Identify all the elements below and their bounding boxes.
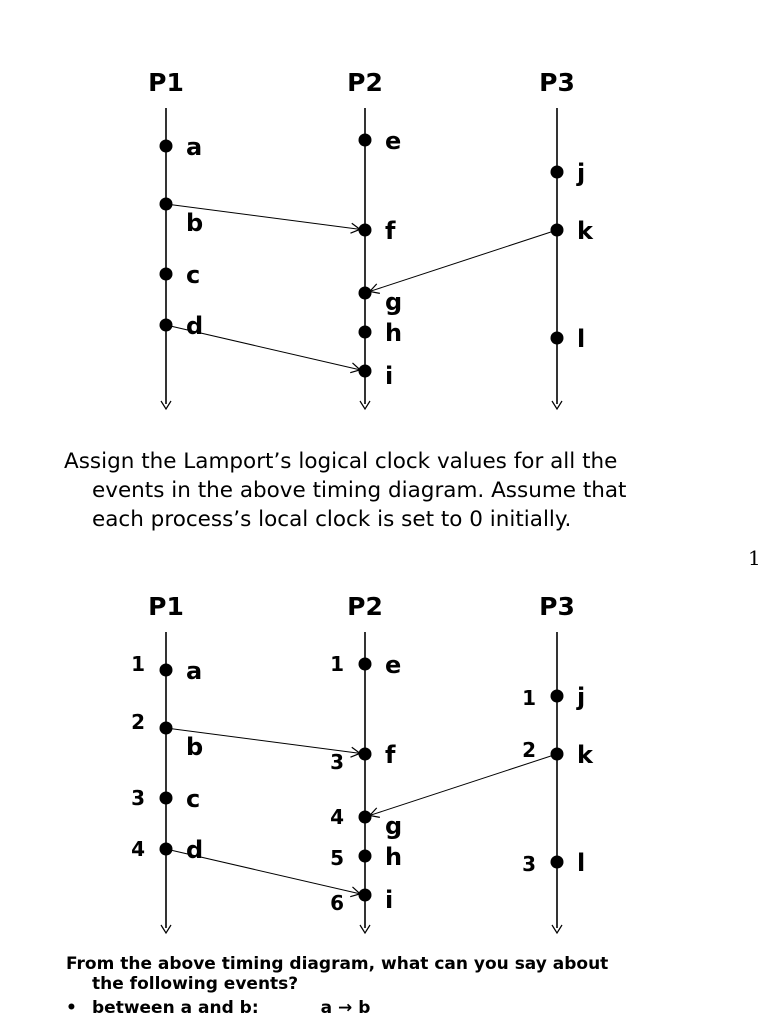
timing-diagram-with-clocks: P1 P2 P3 a 1 b 2 c 3 d 4 e 1 f 3 g 4 h 5 i 6 j 1 k 2 l 3: [131, 592, 594, 935]
d2-timeline-arrowhead-p3: [551, 924, 563, 935]
d2-clock-value-d: 4: [131, 837, 145, 861]
d1-event-label-h: h: [385, 319, 402, 347]
d2-clock-value-f: 3: [330, 750, 344, 774]
d2-clock-value-b: 2: [131, 710, 145, 734]
d1-message-k-to-g: [368, 229, 558, 294]
d2-event-dot-g: [358, 810, 372, 824]
d2-clock-value-g: 4: [330, 805, 344, 829]
d2-event-label-g: g: [385, 812, 402, 840]
d2-clock-value-i: 6: [330, 891, 344, 915]
d2-event-label-d: d: [186, 836, 203, 864]
d2-process-label-p2: P2: [347, 592, 383, 621]
followup-line-1: From the above timing diagram, what can …: [66, 954, 609, 974]
d2-event-dot-j: [550, 689, 564, 703]
d2-clock-value-c: 3: [131, 786, 145, 810]
d1-event-label-b: b: [186, 209, 203, 237]
d1-event-label-f: f: [385, 217, 396, 245]
d2-event-dot-i: [358, 888, 372, 902]
question-line-3: each process’s local clock is set to 0 i…: [92, 507, 572, 532]
d2-timeline-arrowhead-p1: [160, 924, 172, 935]
d1-event-dot-e: [358, 133, 372, 147]
d1-event-dot-h: [358, 325, 372, 339]
d1-event-dot-f: [358, 223, 372, 237]
d2-event-dot-a: [159, 663, 173, 677]
d2-event-label-b: b: [186, 733, 203, 761]
followup-line-2: the following events?: [92, 974, 299, 994]
d2-event-dot-b: [159, 721, 173, 735]
d2-timeline-arrowhead-p2: [359, 924, 371, 935]
d1-message-b-to-f: [165, 203, 362, 234]
d1-event-label-g: g: [385, 288, 402, 316]
d2-event-dot-k: [550, 747, 564, 761]
d2-event-label-j: j: [576, 683, 585, 711]
d1-event-label-d: d: [186, 312, 203, 340]
d2-event-dot-c: [159, 791, 173, 805]
d1-event-dot-b: [159, 197, 173, 211]
d1-event-dot-l: [550, 331, 564, 345]
d1-timeline-arrowhead-p1: [160, 400, 172, 411]
d1-event-dot-c: [159, 267, 173, 281]
d1-message-d-to-i: [165, 324, 362, 374]
bullet: •: [66, 998, 77, 1018]
d1-event-dot-d: [159, 318, 173, 332]
followup-item-answer: a → b: [320, 998, 371, 1018]
d2-event-label-c: c: [186, 785, 200, 813]
d1-process-label-p3: P3: [539, 68, 575, 97]
d1-event-dot-i: [358, 364, 372, 378]
d2-clock-value-a: 1: [131, 652, 145, 676]
d1-event-dot-g: [358, 286, 372, 300]
d2-message-b-to-f: [165, 727, 362, 758]
d2-event-dot-f: [358, 747, 372, 761]
question-text: Assign the Lamport’s logical clock value…: [64, 447, 714, 534]
d2-process-label-p3: P3: [539, 592, 575, 621]
d2-message-k-to-g: [368, 753, 558, 818]
d1-event-label-c: c: [186, 261, 200, 289]
d2-event-label-i: i: [385, 886, 393, 914]
d2-event-label-e: e: [385, 651, 401, 679]
followup-item-label: between a and b:: [92, 998, 259, 1018]
d2-event-dot-l: [550, 855, 564, 869]
d2-event-label-a: a: [186, 657, 202, 685]
d1-timeline-arrowhead-p3: [551, 400, 563, 411]
d1-process-label-p2: P2: [347, 68, 383, 97]
d2-message-d-to-i: [165, 848, 362, 898]
d2-clock-value-e: 1: [330, 652, 344, 676]
d2-event-label-h: h: [385, 843, 402, 871]
d1-event-dot-k: [550, 223, 564, 237]
d1-event-dot-j: [550, 165, 564, 179]
d1-timeline-arrowhead-p2: [359, 400, 371, 411]
question-line-2: events in the above timing diagram. Assu…: [92, 478, 627, 503]
d1-event-label-e: e: [385, 127, 401, 155]
timing-diagram-unlabeled: P1 P2 P3 a bcd e f ghi j k l: [148, 68, 594, 411]
d1-event-label-l: l: [577, 325, 585, 353]
d1-event-label-j: j: [576, 159, 585, 187]
followup-text: From the above timing diagram, what can …: [66, 954, 756, 1018]
followup-item: • between a and b: a → b: [66, 998, 756, 1018]
d1-process-label-p1: P1: [148, 68, 184, 97]
d1-event-dot-a: [159, 139, 173, 153]
d1-event-label-i: i: [385, 362, 393, 390]
page-number: 1: [748, 546, 761, 570]
d1-event-label-a: a: [186, 133, 202, 161]
d2-event-dot-h: [358, 849, 372, 863]
d2-event-label-l: l: [577, 849, 585, 877]
d1-event-label-k: k: [577, 217, 594, 245]
d2-clock-value-h: 5: [330, 846, 344, 870]
d2-clock-value-k: 2: [522, 738, 536, 762]
d2-event-dot-e: [358, 657, 372, 671]
d2-event-dot-d: [159, 842, 173, 856]
d2-process-label-p1: P1: [148, 592, 184, 621]
d2-event-label-k: k: [577, 741, 594, 769]
d2-clock-value-j: 1: [522, 686, 536, 710]
d2-event-label-f: f: [385, 741, 396, 769]
d2-clock-value-l: 3: [522, 852, 536, 876]
question-line-1: Assign the Lamport’s logical clock value…: [64, 449, 618, 474]
